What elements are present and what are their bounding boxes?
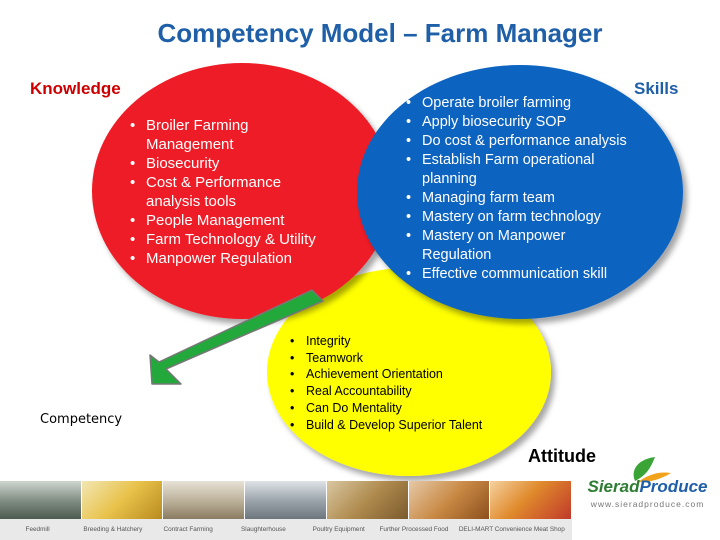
list-item: Farm Technology & Utility [126,230,326,249]
competency-arrow [149,289,324,385]
attitude-label: Attitude [528,446,596,466]
business-label: Contract Farming [163,526,213,533]
list-item: Biosecurity [126,154,326,173]
business-label: Feedmill [25,526,50,533]
business-label: DELI-MART Convenience Meat Shop [458,526,565,533]
meat-shop-photo [490,481,572,519]
list-item: Real Accountability [286,383,486,400]
list-item: Build & Develop Superior Talent [286,417,486,434]
list-item: People Management [126,211,326,230]
leaf-icon [633,457,671,483]
logo-wordmark: SieradProduce [587,477,708,496]
equipment-photo [326,481,408,519]
list-item: Can Do Mentality [286,400,486,417]
list-item: Teamwork [286,350,486,367]
business-label: Slaughterhouse [241,526,286,533]
hatchery-photo [81,481,163,519]
list-item: Mastery on Manpower Regulation [402,227,638,265]
slaughterhouse-photo [245,481,326,519]
sieradproduce-logo: SieradProduce www.sieradproduce.com [575,455,720,540]
business-label: Breeding & Hatchery [83,526,143,533]
food-photo [408,481,490,519]
list-item: Manpower Regulation [126,249,326,268]
business-label: Further Processed Food [379,526,449,533]
attitude-list: Integrity Teamwork Achievement Orientati… [286,333,486,433]
list-item: Apply biosecurity SOP [402,113,638,132]
list-item: Do cost & performance analysis [402,132,638,151]
business-labels: Feedmill Breeding & Hatchery Contract Fa… [0,519,572,540]
list-item: Effective communication skill [402,265,638,284]
knowledge-label: Knowledge [30,79,121,98]
photo-strip [0,481,572,519]
knowledge-list: Broiler Farming Management Biosecurity C… [126,116,326,268]
skills-list: Operate broiler farming Apply biosecurit… [402,94,638,284]
skills-label: Skills [634,79,679,98]
list-item: Achievement Orientation [286,366,486,383]
list-item: Establish Farm operational planning [402,151,638,189]
list-item: Cost & Performance analysis tools [126,173,326,211]
list-item: Mastery on farm technology [402,208,638,227]
list-item: Broiler Farming Management [126,116,326,154]
business-label: Poultry Equipment [312,526,365,533]
competency-label: Competency [40,412,123,427]
list-item: Managing farm team [402,189,638,208]
footer-banner: Feedmill Breeding & Hatchery Contract Fa… [0,457,720,540]
page-title: Competency Model – Farm Manager [157,18,603,48]
logo-url: www.sieradproduce.com [590,499,705,509]
list-item: Operate broiler farming [402,94,638,113]
list-item: Integrity [286,333,486,350]
farm-photo [163,481,245,519]
feedmill-photo [0,481,81,519]
